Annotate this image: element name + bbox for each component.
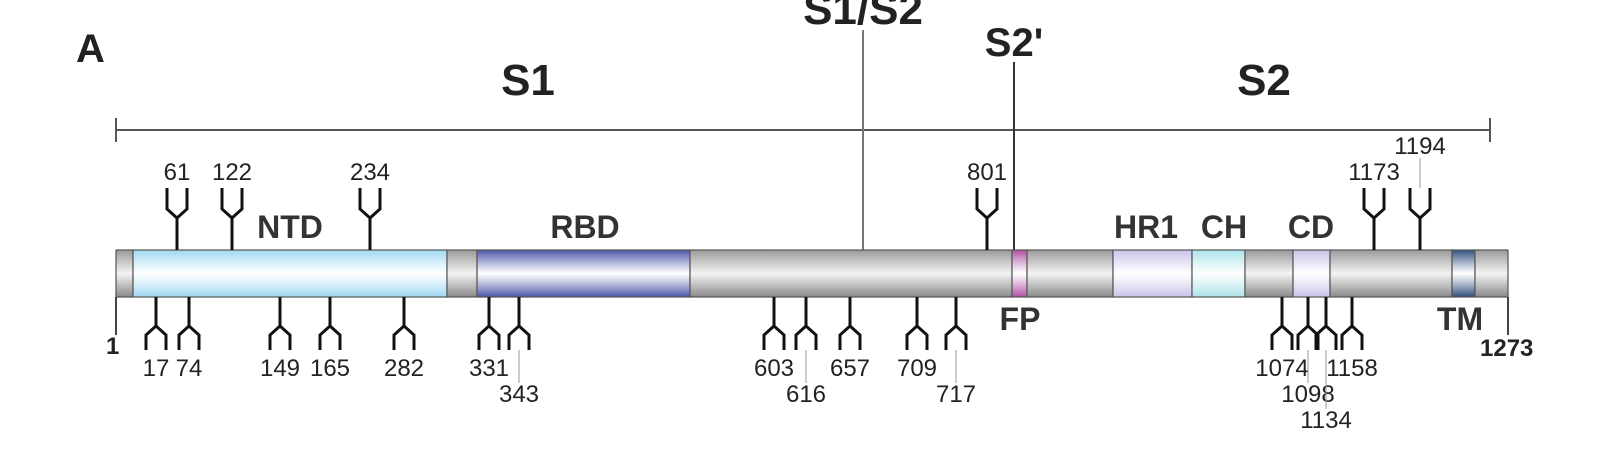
glycan-icon (177, 297, 201, 350)
glycan-site-1074: 1074 (1255, 297, 1309, 382)
span-bracket (115, 118, 1491, 142)
glycan-icon (1314, 297, 1338, 350)
s2-label: S2 (1237, 56, 1291, 105)
glycan-label: 17 (143, 355, 170, 382)
glycan-site-122: 122 (212, 159, 252, 250)
glycan-label: 282 (384, 355, 424, 382)
glycan-icon (1340, 297, 1364, 350)
glycan-label: 801 (967, 159, 1007, 186)
domain-tm (1451, 249, 1476, 298)
glycan-site-1158: 1158 (1326, 297, 1378, 382)
domain-rbd (476, 249, 691, 298)
glycan-site-149: 149 (260, 297, 300, 382)
glycan-site-165: 165 (310, 297, 350, 382)
glycan-icon (165, 188, 189, 250)
glycan-site-61: 61 (164, 159, 191, 250)
glycan-label: 1098 (1281, 381, 1334, 408)
glycan-label: 1134 (1300, 407, 1352, 434)
glycan-site-1194: 1194 (1394, 133, 1446, 250)
glycan-icon (144, 297, 168, 350)
glycan-label: 657 (830, 355, 870, 382)
glycan-icon (944, 297, 968, 350)
glycan-icon (358, 188, 382, 250)
glycan-site-801: 801 (967, 159, 1007, 250)
linker-segment (115, 249, 134, 298)
glycan-icon (392, 297, 416, 350)
glycan-label: 343 (499, 381, 539, 408)
glycan-icon (318, 297, 342, 350)
glycan-site-343: 343 (499, 297, 539, 408)
panel-label: A (76, 27, 105, 71)
s1s2-site-label: S1/S2 (803, 0, 923, 34)
glycan-site-657: 657 (830, 297, 870, 382)
glycan-icon (507, 297, 531, 350)
glycan-label: 165 (310, 355, 350, 382)
glycan-icon (268, 297, 292, 350)
domain-label-ch: CH (1201, 209, 1247, 245)
glycan-label: 616 (786, 381, 826, 408)
glycan-label: 1194 (1394, 133, 1446, 160)
domain-label-tm: TM (1437, 301, 1483, 337)
glycan-site-717: 717 (936, 297, 976, 408)
glycan-site-1134: 1134 (1300, 297, 1352, 434)
glycan-icon (1270, 297, 1294, 350)
domain-ch (1191, 249, 1246, 298)
glycan-icon (794, 297, 818, 350)
glycan-label: 709 (897, 355, 937, 382)
glycan-label: 74 (176, 355, 203, 382)
glycan-icon (762, 297, 786, 350)
linker-segment (446, 249, 478, 298)
domain-hr1 (1112, 249, 1193, 298)
domain-ntd (132, 249, 448, 298)
glycan-icon (838, 297, 862, 350)
glycan-site-74: 74 (176, 297, 203, 382)
glycan-icon (905, 297, 929, 350)
glycan-icon (1408, 188, 1432, 250)
protein-bar (115, 249, 1509, 298)
glycan-icon (975, 188, 999, 250)
glycan-site-282: 282 (384, 297, 424, 382)
domain-label-cd: CD (1288, 209, 1334, 245)
glycan-label: 1158 (1326, 355, 1378, 382)
domain-cd (1292, 249, 1331, 298)
domain-label-hr1: HR1 (1114, 209, 1178, 245)
glycan-site-17: 17 (143, 297, 170, 382)
glycan-site-709: 709 (897, 297, 937, 382)
glycan-site-616: 616 (786, 297, 826, 408)
domain-label-fp: FP (1000, 301, 1041, 337)
glycan-label: 234 (350, 159, 390, 186)
linker-segment (1329, 249, 1453, 298)
s1-label: S1 (501, 56, 555, 105)
domain-label-ntd: NTD (257, 209, 323, 245)
linker-segment (1026, 249, 1114, 298)
glycan-icon (1362, 188, 1386, 250)
domain-fp (1011, 249, 1028, 298)
domain-label-rbd: RBD (550, 209, 619, 245)
glycan-site-234: 234 (350, 159, 390, 250)
glycan-label: 122 (212, 159, 252, 186)
glycan-label: 717 (936, 381, 976, 408)
glycan-icon (477, 297, 501, 350)
glycan-site-1173: 1173 (1348, 159, 1400, 250)
linker-segment (1244, 249, 1294, 298)
glycan-label: 1074 (1255, 355, 1308, 382)
glycan-site-331: 331 (469, 297, 509, 382)
glycan-icon (220, 188, 244, 250)
start-residue: 1 (106, 333, 119, 360)
linker-segment (1474, 249, 1509, 298)
s2prime-site-label: S2' (985, 21, 1043, 65)
glycan-label: 1173 (1348, 159, 1400, 186)
glycan-label: 603 (754, 355, 794, 382)
glycan-label: 61 (164, 159, 191, 186)
glycan-site-603: 603 (754, 297, 794, 382)
glycan-label: 331 (469, 355, 509, 382)
linker-segment (689, 249, 1013, 298)
glycan-label: 149 (260, 355, 300, 382)
end-residue: 1273 (1480, 335, 1533, 362)
